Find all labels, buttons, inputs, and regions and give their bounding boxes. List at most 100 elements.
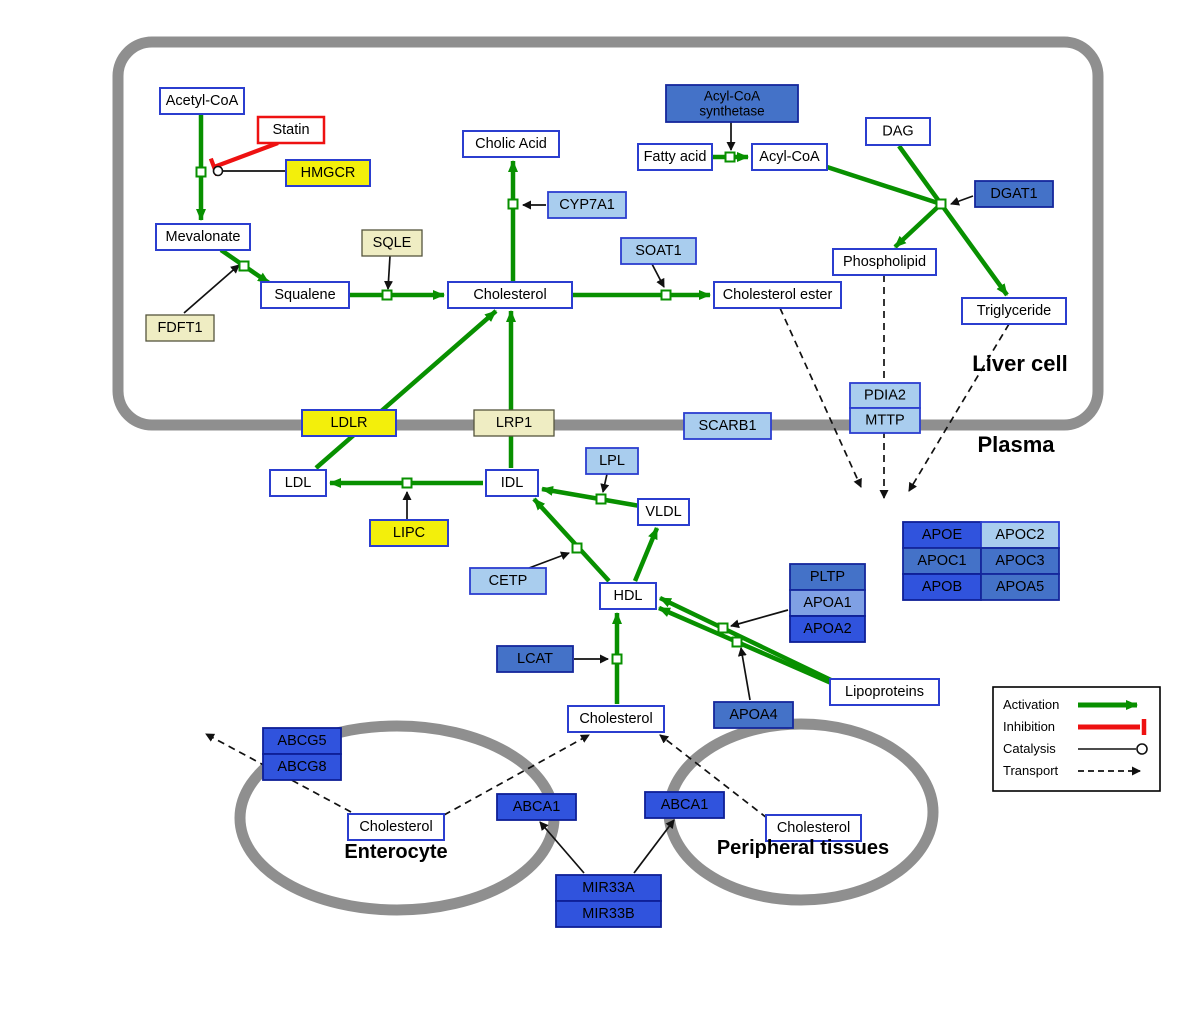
node-label: MIR33B: [582, 906, 634, 922]
node-label: Cholic Acid: [475, 136, 547, 152]
reaction-node: [660, 289, 672, 301]
node-apoe[interactable]: APOE: [902, 521, 982, 549]
node-soat1[interactable]: SOAT1: [620, 237, 697, 265]
node-hmgcr[interactable]: HMGCR: [285, 159, 371, 187]
node-lcat[interactable]: LCAT: [496, 645, 574, 673]
edge-catalysis-29: [528, 551, 570, 569]
node-label: LCAT: [517, 651, 553, 667]
node-label: MTTP: [865, 413, 904, 429]
node-squalene[interactable]: Squalene: [260, 281, 350, 309]
node-hdl[interactable]: HDL: [599, 582, 657, 610]
legend-item-label: Catalysis: [1003, 741, 1056, 756]
node-label: ABCG5: [277, 733, 326, 749]
node-mir33b[interactable]: MIR33B: [555, 900, 662, 928]
catalysis-circle-icon: [1136, 743, 1148, 755]
node-label: APOC2: [995, 527, 1044, 543]
node-sqle[interactable]: SQLE: [361, 229, 423, 257]
node-abcg8[interactable]: ABCG8: [262, 753, 342, 781]
node-label: Fatty acid: [644, 149, 707, 165]
node-label: APOA5: [996, 579, 1044, 595]
node-label: PDIA2: [864, 388, 906, 404]
reaction-node: [507, 198, 519, 210]
node-label: LDL: [285, 475, 312, 491]
node-mevalonate[interactable]: Mevalonate: [155, 223, 251, 251]
edge-transport-39: [659, 734, 768, 819]
node-apoa5[interactable]: APOA5: [980, 573, 1060, 601]
node-cholesterol-ester[interactable]: Cholesterol ester: [713, 281, 842, 309]
node-cholic-acid[interactable]: Cholic Acid: [462, 130, 560, 158]
node-label: MIR33A: [582, 880, 635, 896]
node-apoa1[interactable]: APOA1: [789, 589, 866, 617]
node-cetp[interactable]: CETP: [469, 567, 547, 595]
node-abca1-peripheral[interactable]: ABCA1: [644, 791, 725, 819]
node-cholesterol-plasma[interactable]: Cholesterol: [567, 705, 665, 733]
reaction-node: [731, 636, 743, 648]
edge-activation-15: [632, 527, 660, 582]
reaction-node: [595, 493, 607, 505]
node-lipoproteins[interactable]: Lipoproteins: [829, 678, 940, 706]
node-dgat1[interactable]: DGAT1: [974, 180, 1054, 208]
node-mir33a[interactable]: MIR33A: [555, 874, 662, 902]
node-triglyceride[interactable]: Triglyceride: [961, 297, 1067, 325]
node-label: CYP7A1: [559, 197, 615, 213]
node-ldl[interactable]: LDL: [269, 469, 327, 497]
node-apoa2[interactable]: APOA2: [789, 615, 866, 643]
node-cholesterol-enterocyte[interactable]: Cholesterol: [347, 813, 445, 841]
node-label: Cholesterol ester: [723, 287, 833, 303]
node-apoa4[interactable]: APOA4: [713, 701, 794, 729]
node-cyp7a1[interactable]: CYP7A1: [547, 191, 627, 219]
legend-item-label: Activation: [1003, 697, 1059, 712]
node-label: APOC1: [917, 553, 966, 569]
node-lpl[interactable]: LPL: [585, 447, 639, 475]
node-label: APOA2: [803, 621, 851, 637]
node-label: Statin: [272, 122, 309, 138]
reaction-node: [935, 198, 947, 210]
node-label: LRP1: [496, 415, 532, 431]
node-label: APOA1: [803, 595, 851, 611]
edge-activation-6: [826, 164, 942, 207]
node-label: Cholesterol: [777, 820, 850, 836]
node-abcg5[interactable]: ABCG5: [262, 727, 342, 755]
node-ldlr[interactable]: LDLR: [301, 409, 397, 437]
node-label: ABCA1: [661, 797, 709, 813]
liver-cell-label: Liver cell: [972, 351, 1067, 376]
edge-activation-8: [939, 202, 1009, 297]
node-acyl-coa[interactable]: Acyl-CoA: [751, 143, 828, 171]
edge-activation-10: [314, 309, 498, 470]
legend-item-label: Transport: [1003, 763, 1059, 778]
node-acetyl-coa[interactable]: Acetyl-CoA: [159, 87, 245, 115]
node-apoc3[interactable]: APOC3: [980, 547, 1060, 575]
node-label: ABCG8: [277, 759, 326, 775]
node-cholesterol-peripheral[interactable]: Cholesterol: [765, 814, 862, 842]
node-pltp[interactable]: PLTP: [789, 563, 866, 591]
node-cholesterol-liver[interactable]: Cholesterol: [447, 281, 573, 309]
node-lrp1[interactable]: LRP1: [473, 409, 555, 437]
node-vldl[interactable]: VLDL: [637, 498, 690, 526]
node-apoc1[interactable]: APOC1: [902, 547, 982, 575]
node-pdia2[interactable]: PDIA2: [849, 382, 921, 409]
reaction-node: [717, 622, 729, 634]
node-label: PLTP: [810, 569, 845, 585]
edge-transport-37: [908, 323, 1010, 492]
catalysis-circle: [212, 165, 224, 177]
node-abca1-enterocyte[interactable]: ABCA1: [496, 793, 577, 821]
node-lipc[interactable]: LIPC: [369, 519, 449, 547]
node-apoc2[interactable]: APOC2: [980, 521, 1060, 549]
node-idl[interactable]: IDL: [485, 469, 539, 497]
edge-catalysis-33: [539, 821, 585, 874]
node-apob[interactable]: APOB: [902, 573, 982, 601]
node-mttp[interactable]: MTTP: [849, 407, 921, 434]
node-label: IDL: [501, 475, 524, 491]
node-phospholipid[interactable]: Phospholipid: [832, 248, 937, 276]
node-statin[interactable]: Statin: [256, 115, 326, 145]
node-label: LDLR: [330, 415, 367, 431]
node-label: Phospholipid: [843, 254, 926, 270]
compartment-label-1: Peripheral tissues: [717, 837, 889, 859]
node-fdft1[interactable]: FDFT1: [145, 314, 215, 342]
node-dag[interactable]: DAG: [865, 117, 931, 146]
node-scarb1[interactable]: SCARB1: [683, 412, 772, 440]
edge-activation-7: [897, 144, 943, 206]
node-fatty-acid[interactable]: Fatty acid: [637, 143, 713, 171]
